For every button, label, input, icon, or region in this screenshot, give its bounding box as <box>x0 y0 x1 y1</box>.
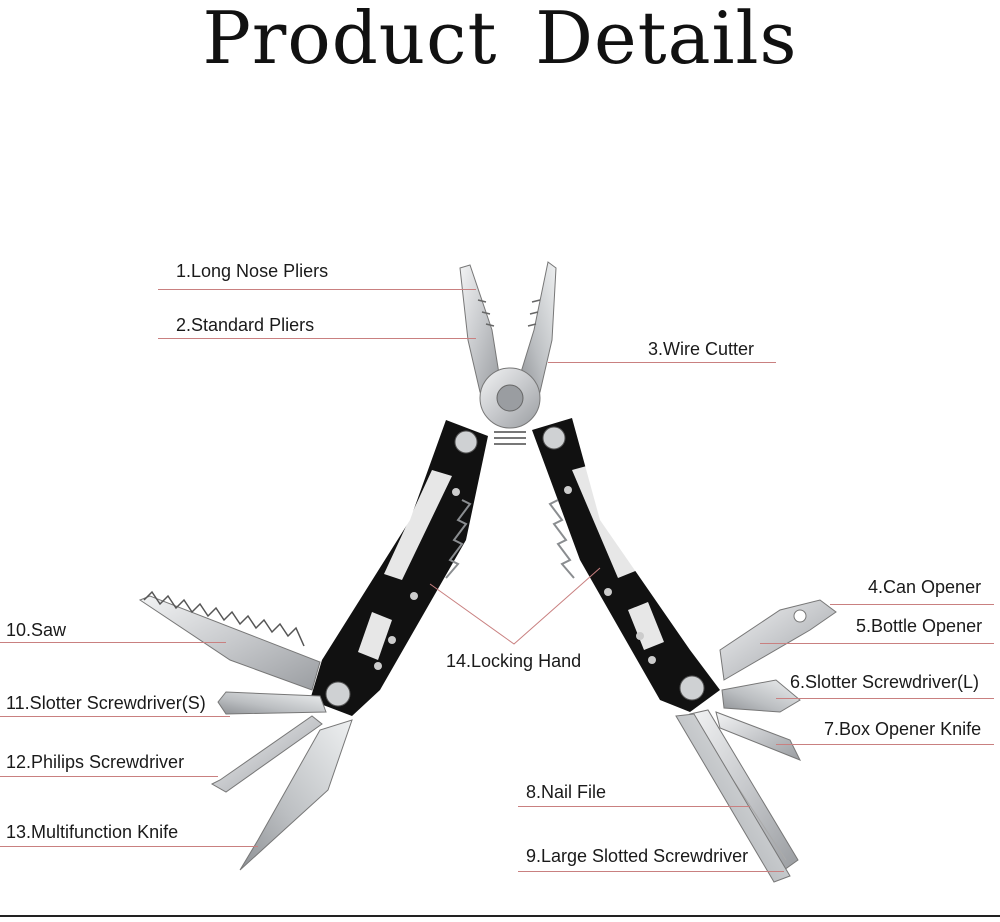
small-screwdriver <box>217 691 327 715</box>
label-bottle-opener: 5.Bottle Opener <box>856 616 983 636</box>
can-opener <box>719 599 837 681</box>
philips-screwdriver <box>210 715 323 793</box>
label-locking-hand: 14.Locking Hand <box>446 651 582 671</box>
multifunction-knife <box>239 719 353 871</box>
large-slotted-screwdriver <box>675 713 791 883</box>
bottom-divider <box>0 915 1000 917</box>
label-slotter-screwdriver-l: 6.Slotter Screwdriver(L) <box>790 672 980 692</box>
saw-blade <box>138 595 321 691</box>
label-saw: 10.Saw <box>6 620 67 640</box>
label-large-slotted-screwdriver: 9.Large Slotted Screwdriver <box>526 846 749 866</box>
box-opener-knife <box>715 711 802 761</box>
label-can-opener: 4.Can Opener <box>868 577 982 597</box>
long-nose-jaw-right <box>517 261 557 393</box>
label-multifunction-knife: 13.Multifunction Knife <box>6 822 179 842</box>
label-wire-cutter: 3.Wire Cutter <box>648 339 755 359</box>
large-screwdriver-right <box>721 679 801 713</box>
label-slotter-screwdriver-s: 11.Slotter Screwdriver(S) <box>6 693 206 713</box>
label-standard-pliers: 2.Standard Pliers <box>176 315 315 335</box>
label-philips-screwdriver: 12.Philips Screwdriver <box>6 752 185 772</box>
page-title: Product Details <box>202 0 798 80</box>
label-box-opener-knife: 7.Box Opener Knife <box>824 719 982 739</box>
label-long-nose-pliers: 1.Long Nose Pliers <box>176 261 329 281</box>
label-nail-file: 8.Nail File <box>526 782 607 802</box>
